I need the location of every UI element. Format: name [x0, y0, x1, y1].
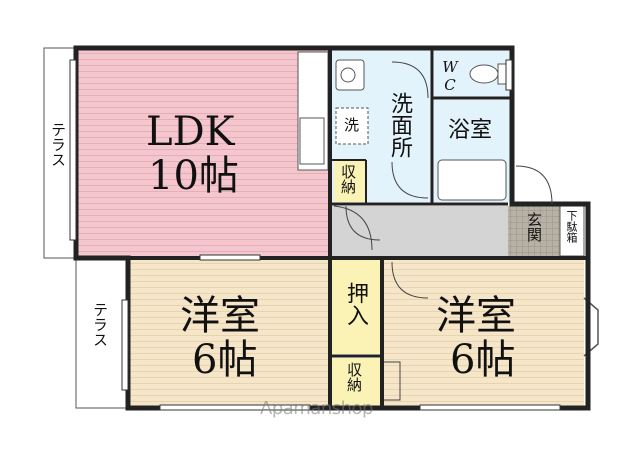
shoe-box-label: 下駄箱	[565, 210, 578, 243]
storage-upper-area	[334, 160, 366, 202]
door-swings	[333, 61, 553, 401]
east-room-size-label: 6帖	[450, 337, 516, 383]
terrace-lower-label: テラス	[91, 302, 109, 347]
west-room-name-label: 洋室	[180, 293, 260, 339]
east-room-name-label: 洋室	[436, 293, 516, 339]
toilet-bowl	[469, 64, 499, 84]
entrance-area	[508, 206, 560, 256]
shoe-box	[559, 205, 585, 257]
washbasin	[335, 59, 365, 91]
storage-lower-label: 収納	[345, 362, 363, 392]
ldk-room	[78, 50, 330, 256]
storage-upper-label: 収納	[339, 164, 357, 194]
ldk-name-label: LDK	[146, 109, 235, 155]
ldk-size-label: 10帖	[148, 153, 239, 199]
washer-space	[335, 107, 369, 145]
west-bedroom	[128, 260, 328, 406]
washer-label: 洗	[344, 116, 360, 134]
east-bedroom	[384, 260, 584, 406]
closet-area	[332, 260, 380, 354]
entrance-label: 玄関	[525, 212, 543, 242]
windows	[69, 59, 561, 411]
closet-label: 押入	[343, 282, 368, 326]
washbasin-bowl	[340, 67, 356, 83]
walls	[73, 45, 591, 411]
toilet-label: WC	[441, 58, 459, 94]
kitchen-sink	[299, 117, 325, 165]
terrace-lower	[75, 257, 127, 409]
west-room-size-label: 6帖	[192, 337, 258, 383]
terrace-upper-label: テラス	[49, 122, 67, 167]
hallway	[332, 206, 508, 256]
washroom-label: 洗面所	[387, 92, 412, 158]
watermark: Apamanshop	[260, 398, 373, 419]
bathtub	[437, 159, 507, 201]
storage-lower-area	[332, 358, 380, 406]
bath-label: 浴室	[448, 118, 493, 143]
